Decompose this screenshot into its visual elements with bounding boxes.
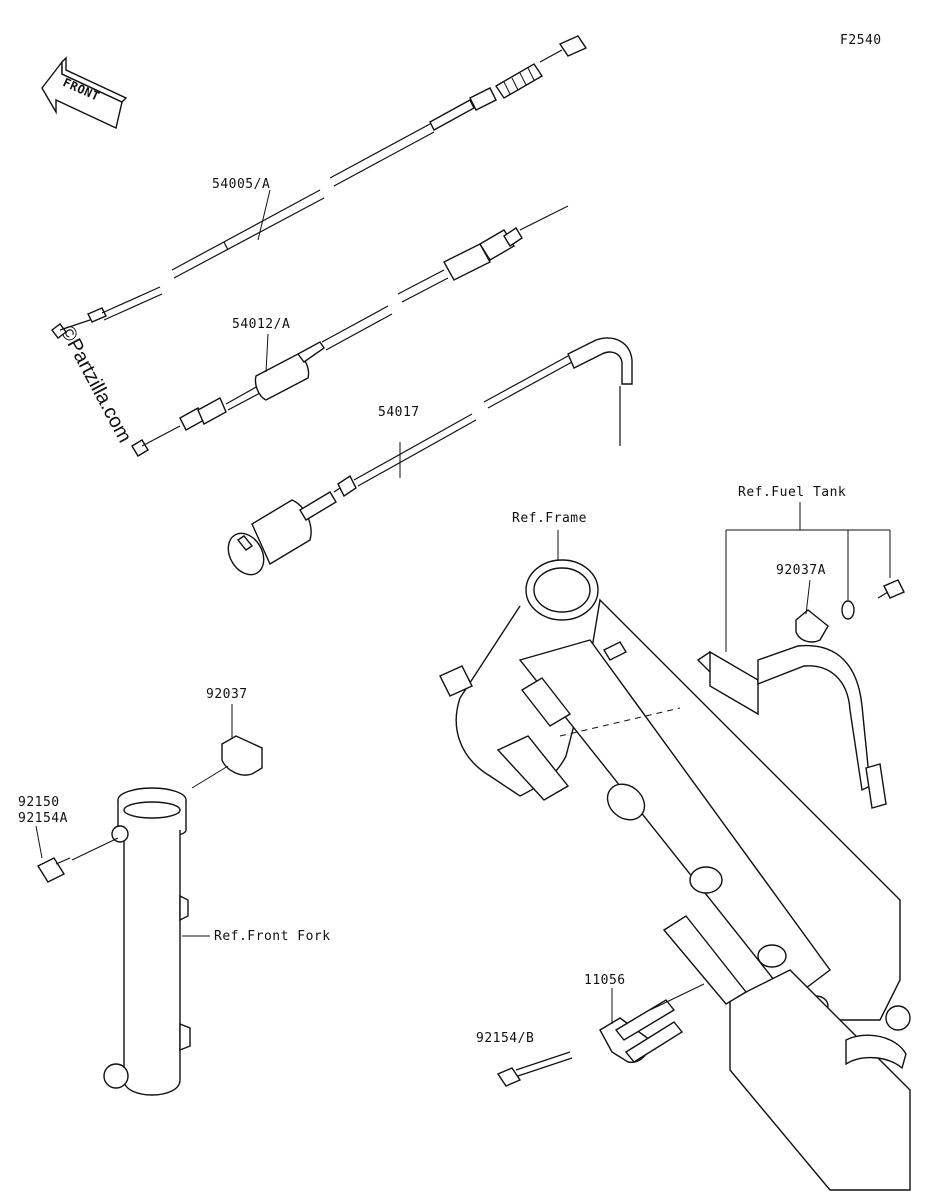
label-92037a[interactable]: 92037A xyxy=(776,563,826,578)
leader-clutch-cable xyxy=(257,189,271,241)
label-54017[interactable]: 54017 xyxy=(378,405,420,420)
diagram-id: F2540 xyxy=(840,33,882,48)
leader-throttle-cable xyxy=(265,333,269,373)
tank-bracket[interactable] xyxy=(696,644,887,809)
label-11056[interactable]: 11056 xyxy=(584,973,626,988)
front-fork[interactable] xyxy=(103,787,191,1096)
label-92150[interactable]: 92150 xyxy=(18,795,60,810)
watermark: ©Partzilla.com xyxy=(56,322,136,446)
bolt-92150[interactable] xyxy=(36,857,71,883)
label-92154b[interactable]: 92154/B xyxy=(476,1031,534,1046)
clamp-92037a[interactable] xyxy=(795,609,829,643)
label-54012a[interactable]: 54012/A xyxy=(232,317,290,332)
washer-tank[interactable] xyxy=(841,600,855,620)
leader-92037a xyxy=(805,579,811,615)
bracket-11056[interactable] xyxy=(599,999,684,1063)
label-54005a[interactable]: 54005/A xyxy=(212,177,270,192)
clutch-cable[interactable] xyxy=(51,35,588,339)
clamp-92037[interactable] xyxy=(221,735,263,776)
leader-bracket-frame xyxy=(649,983,705,1011)
leader-fork-bolt xyxy=(71,837,119,861)
ref-front-fork[interactable]: Ref.Front Fork xyxy=(214,929,331,944)
bolt-92154b[interactable] xyxy=(496,1051,573,1087)
ref-frame[interactable]: Ref.Frame xyxy=(512,511,587,526)
frame[interactable] xyxy=(439,559,911,1191)
throttle-cable[interactable] xyxy=(131,205,569,457)
choke-cable[interactable] xyxy=(221,337,633,581)
front-arrow-icon: FRONT xyxy=(41,56,128,130)
label-92037[interactable]: 92037 xyxy=(206,687,248,702)
leader-fork-clamp xyxy=(191,765,229,789)
label-92154a[interactable]: 92154A xyxy=(18,811,68,826)
bolt-tank[interactable] xyxy=(877,579,905,599)
leader-92150 xyxy=(35,825,43,859)
leader-frame-mount xyxy=(559,707,681,737)
ref-fuel-tank[interactable]: Ref.Fuel Tank xyxy=(738,485,846,500)
